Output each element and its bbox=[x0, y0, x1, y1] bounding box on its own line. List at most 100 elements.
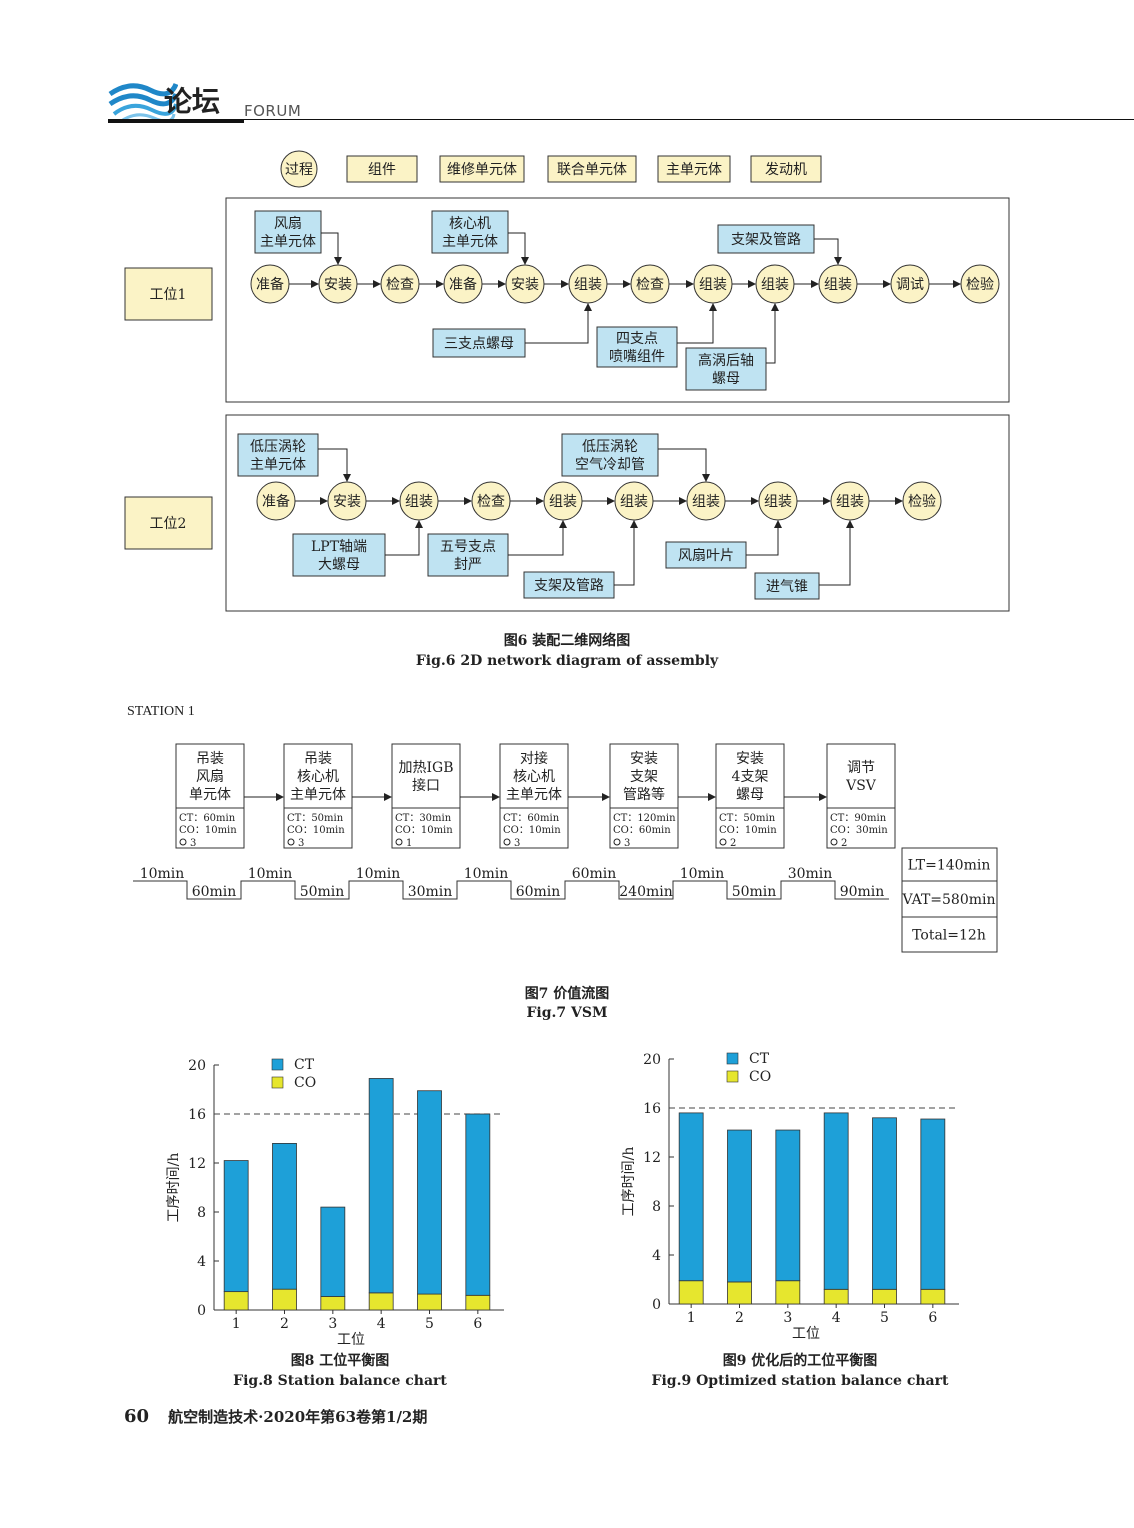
vsm-process-title: 核心机 bbox=[513, 769, 555, 785]
bar-ct bbox=[920, 1118, 946, 1290]
vsm-ct: CT：60min bbox=[503, 813, 560, 824]
vsm-operator-count: 3 bbox=[190, 838, 196, 849]
y-tick-label: 0 bbox=[197, 1303, 206, 1319]
station2-frame bbox=[225, 414, 1010, 612]
legend-label: 发动机 bbox=[765, 162, 807, 178]
legend-ct-label: CT bbox=[294, 1057, 315, 1073]
y-tick-label: 4 bbox=[197, 1254, 206, 1270]
station1-frame bbox=[225, 197, 1010, 403]
vsm-process-title: 加热IGB bbox=[398, 760, 453, 776]
legend-process-label: 过程 bbox=[285, 162, 313, 178]
vsm-operator-count: 2 bbox=[841, 838, 847, 849]
component-input-label: 螺母 bbox=[712, 371, 740, 387]
vsm-summary-box bbox=[901, 880, 998, 918]
input-link bbox=[677, 303, 717, 344]
process-node bbox=[686, 481, 726, 521]
timeline-wait: 10min bbox=[356, 866, 401, 882]
x-tick-label: 3 bbox=[328, 1316, 337, 1332]
process-node-label: 组装 bbox=[761, 277, 789, 293]
process-node-label: 准备 bbox=[262, 493, 290, 510]
component-input-label: 低压涡轮 bbox=[582, 439, 638, 455]
legend-box bbox=[657, 155, 731, 183]
process-node bbox=[818, 264, 858, 304]
vsm-process-box bbox=[826, 743, 896, 849]
vsm-process-title: 调节 bbox=[847, 760, 875, 776]
input-link bbox=[318, 448, 351, 482]
vsm-ct: CT：50min bbox=[719, 813, 776, 824]
process-node bbox=[256, 481, 296, 521]
bar-ct bbox=[417, 1090, 442, 1295]
vsm-process-title: 吊装 bbox=[196, 751, 224, 767]
process-node bbox=[890, 264, 930, 304]
vsm-process-title: VSV bbox=[845, 778, 877, 794]
legend-process-circle bbox=[280, 150, 318, 188]
component-input-label: 主单元体 bbox=[250, 457, 306, 473]
process-node bbox=[960, 264, 1000, 304]
vsm-co: CO：10min bbox=[719, 825, 777, 836]
vsm-process-box bbox=[175, 743, 245, 849]
bar-ct bbox=[320, 1206, 346, 1297]
y-axis-label: 工序时间/h bbox=[166, 1153, 182, 1223]
operator-icon bbox=[719, 838, 727, 846]
operator-icon bbox=[287, 838, 295, 846]
component-input-box bbox=[427, 533, 509, 577]
assembly-network-diagram: 过程组件维修单元体联合单元体主单元体发动机 工位1准备安装检查准备安装组装检查组… bbox=[124, 150, 1010, 612]
vsm-process-box bbox=[391, 743, 461, 849]
process-node-label: 检查 bbox=[636, 277, 664, 293]
station-label-box bbox=[124, 496, 213, 550]
component-input-box bbox=[685, 347, 767, 391]
section-title: 论坛 bbox=[164, 85, 221, 118]
vsm-process-title: 管路等 bbox=[623, 786, 665, 803]
process-node bbox=[318, 264, 358, 304]
fig6-caption-en: Fig.6 2D network diagram of assembly bbox=[415, 653, 719, 669]
y-axis-label: 工序时间/h bbox=[621, 1147, 637, 1217]
process-node-label: 准备 bbox=[256, 276, 284, 293]
fig7-caption-cn: 图7 价值流图 bbox=[524, 986, 610, 1002]
input-link bbox=[814, 238, 842, 265]
component-input-label: 风扇叶片 bbox=[678, 548, 734, 564]
y-tick-label: 12 bbox=[188, 1156, 206, 1172]
vsm-co: CO：10min bbox=[287, 825, 345, 836]
timeline-wait: 10min bbox=[680, 866, 725, 882]
y-tick-label: 16 bbox=[643, 1101, 661, 1117]
process-node-label: 检验 bbox=[908, 494, 936, 510]
input-link bbox=[508, 232, 529, 265]
bar-co bbox=[823, 1288, 849, 1305]
process-node-label: 组装 bbox=[824, 277, 852, 293]
vsm-process-title: 螺母 bbox=[736, 787, 764, 803]
vsm-process-title: 4支架 bbox=[732, 769, 769, 785]
input-link bbox=[385, 520, 423, 556]
process-node bbox=[902, 481, 942, 521]
vsm-process-title: 核心机 bbox=[297, 769, 339, 785]
legend-co-label: CO bbox=[749, 1069, 771, 1085]
vsm-process-title: 支架 bbox=[630, 769, 658, 785]
page-footer: 60 航空制造技术·2020年第63卷第1/2期 bbox=[124, 1406, 427, 1427]
process-node bbox=[505, 264, 545, 304]
vsm-co: CO：60min bbox=[613, 825, 671, 836]
legend-label: 组件 bbox=[368, 162, 396, 178]
x-tick-label: 4 bbox=[377, 1316, 386, 1332]
process-node-label: 组装 bbox=[405, 494, 433, 510]
component-input-label: 支架及管路 bbox=[534, 578, 604, 594]
x-axis-label: 工位 bbox=[337, 1332, 365, 1345]
component-input-box bbox=[754, 572, 820, 600]
bar-co bbox=[320, 1296, 346, 1311]
process-node-label: 检验 bbox=[966, 277, 994, 293]
process-node bbox=[471, 481, 511, 521]
bar-co bbox=[920, 1288, 946, 1305]
y-tick-label: 16 bbox=[188, 1107, 206, 1123]
bar-co bbox=[872, 1288, 897, 1305]
legend-label: 联合单元体 bbox=[557, 162, 627, 178]
input-link bbox=[819, 520, 854, 586]
vsm-co: CO：10min bbox=[395, 825, 453, 836]
vsm-operator-count: 2 bbox=[730, 838, 736, 849]
input-link bbox=[746, 520, 782, 556]
component-input-label: LPT轴端 bbox=[311, 539, 367, 555]
vsm-summary-box bbox=[901, 847, 998, 882]
legend-ct-label: CT bbox=[749, 1051, 770, 1067]
process-node-label: 组装 bbox=[699, 277, 727, 293]
vsm-process-title: 安装 bbox=[630, 751, 658, 767]
bar-ct bbox=[823, 1112, 849, 1290]
component-input-label: 主单元体 bbox=[442, 234, 498, 250]
